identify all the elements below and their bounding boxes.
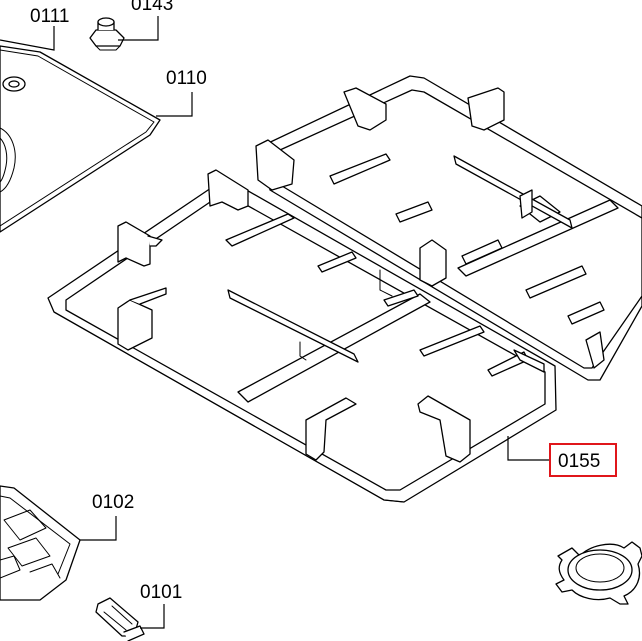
leader-lines	[0, 16, 550, 629]
knob-part[interactable]	[89, 17, 125, 51]
callout-0143[interactable]: 0143	[131, 0, 173, 15]
callout-0155[interactable]: 0155	[558, 451, 600, 472]
callout-0102[interactable]: 0102	[92, 492, 134, 513]
callout-highlight-box	[549, 443, 617, 477]
callout-0110[interactable]: 0110	[166, 68, 207, 89]
bracket-part[interactable]	[95, 597, 145, 641]
pan-support-right[interactable]	[255, 75, 642, 381]
callout-0111[interactable]: 0111	[30, 6, 69, 27]
burner-ring[interactable]	[555, 541, 642, 605]
pan-support-left[interactable]	[47, 169, 557, 503]
burner-tray[interactable]	[0, 485, 81, 601]
hob-top-plate[interactable]	[0, 45, 161, 233]
callout-0101[interactable]: 0101	[140, 582, 182, 603]
